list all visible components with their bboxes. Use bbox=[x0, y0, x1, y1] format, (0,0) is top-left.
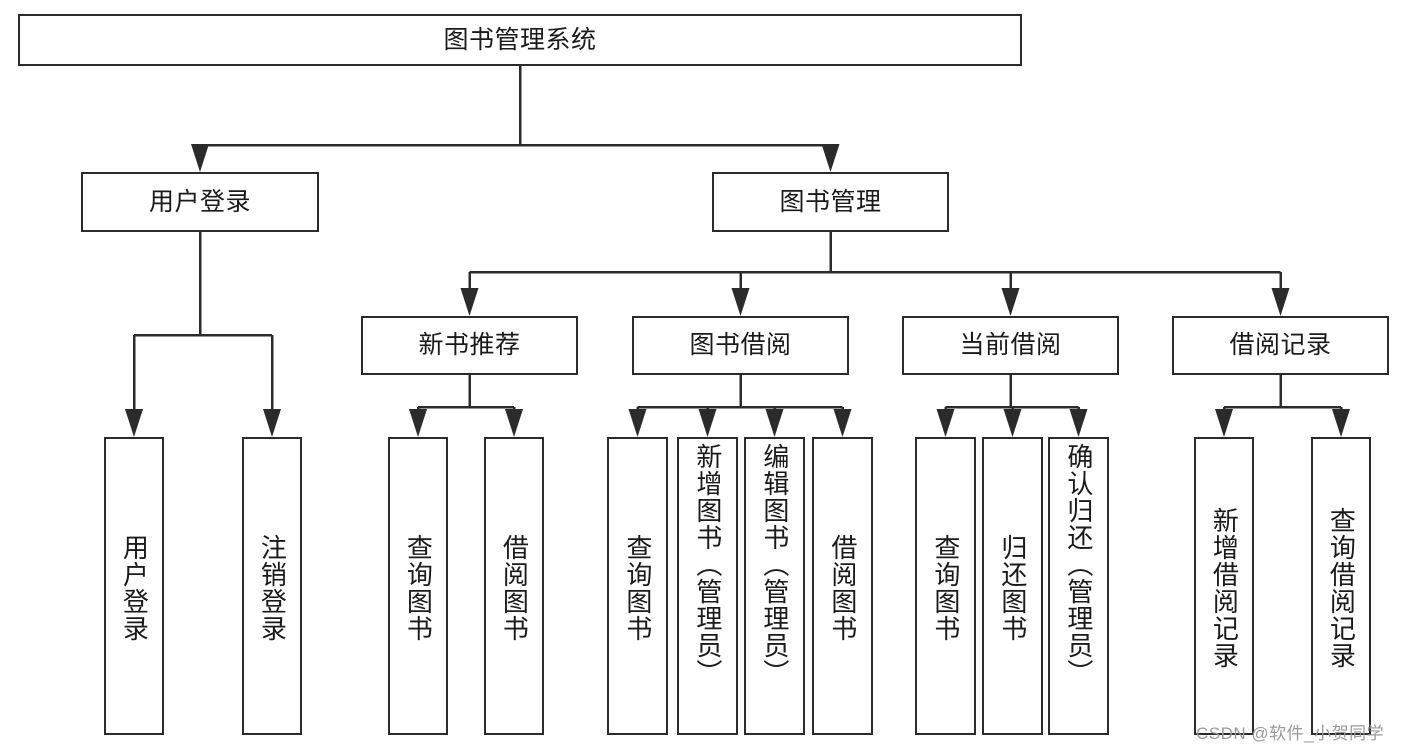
arrow-head-leaf-return-book bbox=[1003, 409, 1022, 437]
node-current-borrow[interactable]: 当前借阅 bbox=[902, 316, 1119, 375]
node-leaf-add-record[interactable]: 新增借阅记录 bbox=[1194, 437, 1254, 735]
node-label: 注销登录 bbox=[257, 534, 288, 642]
node-root[interactable]: 图书管理系统 bbox=[18, 14, 1022, 66]
arrow-head-book-borrow bbox=[731, 288, 750, 316]
arrow-head-leaf-query-book-1 bbox=[409, 409, 427, 437]
node-user-login[interactable]: 用户登录 bbox=[81, 172, 319, 232]
arrow-head-current-borrow bbox=[1001, 288, 1020, 316]
node-label: 图书管理系统 bbox=[443, 25, 597, 54]
node-leaf-query-record[interactable]: 查询借阅记录 bbox=[1311, 437, 1371, 735]
node-leaf-query-book-1[interactable]: 查询图书 bbox=[388, 437, 448, 735]
node-leaf-user-login[interactable]: 用户登录 bbox=[104, 437, 164, 735]
node-leaf-query-book-3[interactable]: 查询图书 bbox=[915, 437, 976, 735]
node-label: 借阅图书 bbox=[827, 534, 858, 642]
node-leaf-logout[interactable]: 注销登录 bbox=[242, 437, 302, 735]
node-new-book-rec[interactable]: 新书推荐 bbox=[361, 316, 578, 375]
arrow-head-user-login bbox=[191, 144, 209, 172]
arrow-head-leaf-edit-book bbox=[765, 409, 784, 437]
arrow-head-leaf-user-login bbox=[125, 409, 143, 437]
node-book-borrow[interactable]: 图书借阅 bbox=[632, 316, 849, 375]
arrow-head-borrow-record bbox=[1271, 288, 1290, 316]
arrow-head-leaf-query-book-2 bbox=[628, 409, 647, 437]
arrow-head-book-manage bbox=[821, 144, 840, 172]
arrow-head-leaf-add-book bbox=[698, 409, 717, 437]
node-leaf-add-book[interactable]: 新增图书（管理员） bbox=[677, 437, 738, 735]
node-label: 新书推荐 bbox=[418, 331, 521, 360]
arrow-head-leaf-add-record bbox=[1215, 409, 1233, 437]
node-label: 借阅记录 bbox=[1229, 331, 1332, 360]
node-borrow-record[interactable]: 借阅记录 bbox=[1172, 316, 1389, 375]
node-label: 查询图书 bbox=[403, 534, 434, 642]
arrow-head-new-book-rec bbox=[460, 288, 479, 316]
node-label: 编辑图书（管理员） bbox=[759, 443, 790, 686]
node-leaf-borrow-book-1[interactable]: 借阅图书 bbox=[484, 437, 544, 735]
node-leaf-borrow-book-2[interactable]: 借阅图书 bbox=[812, 437, 873, 735]
node-book-manage[interactable]: 图书管理 bbox=[712, 172, 949, 232]
node-label: 用户登录 bbox=[119, 534, 150, 642]
node-label: 借阅图书 bbox=[499, 534, 530, 642]
arrow-head-leaf-confirm-return bbox=[1069, 409, 1088, 437]
arrow-head-leaf-logout bbox=[263, 409, 281, 437]
node-label: 图书借阅 bbox=[689, 331, 792, 360]
node-leaf-confirm-return[interactable]: 确认归还（管理员） bbox=[1048, 437, 1109, 735]
arrow-head-leaf-query-book-3 bbox=[936, 409, 955, 437]
node-label: 用户登录 bbox=[148, 187, 251, 216]
node-label: 新增图书（管理员） bbox=[692, 443, 723, 686]
node-label: 确认归还（管理员） bbox=[1063, 443, 1094, 686]
node-leaf-query-book-2[interactable]: 查询图书 bbox=[607, 437, 668, 735]
node-label: 当前借阅 bbox=[959, 331, 1062, 360]
node-leaf-return-book[interactable]: 归还图书 bbox=[982, 437, 1043, 735]
node-label: 查询图书 bbox=[622, 534, 653, 642]
arrow-head-leaf-borrow-book-2 bbox=[833, 409, 852, 437]
node-label: 新增借阅记录 bbox=[1209, 507, 1240, 669]
node-label: 查询图书 bbox=[930, 534, 961, 642]
node-label: 归还图书 bbox=[997, 534, 1028, 642]
arrow-head-leaf-query-record bbox=[1332, 409, 1350, 437]
arrow-head-leaf-borrow-book-1 bbox=[505, 409, 523, 437]
watermark-text: CSDN @软件_小贺同学 bbox=[1196, 724, 1385, 743]
node-label: 图书管理 bbox=[779, 187, 882, 216]
node-leaf-edit-book[interactable]: 编辑图书（管理员） bbox=[744, 437, 805, 735]
node-label: 查询借阅记录 bbox=[1326, 507, 1357, 669]
